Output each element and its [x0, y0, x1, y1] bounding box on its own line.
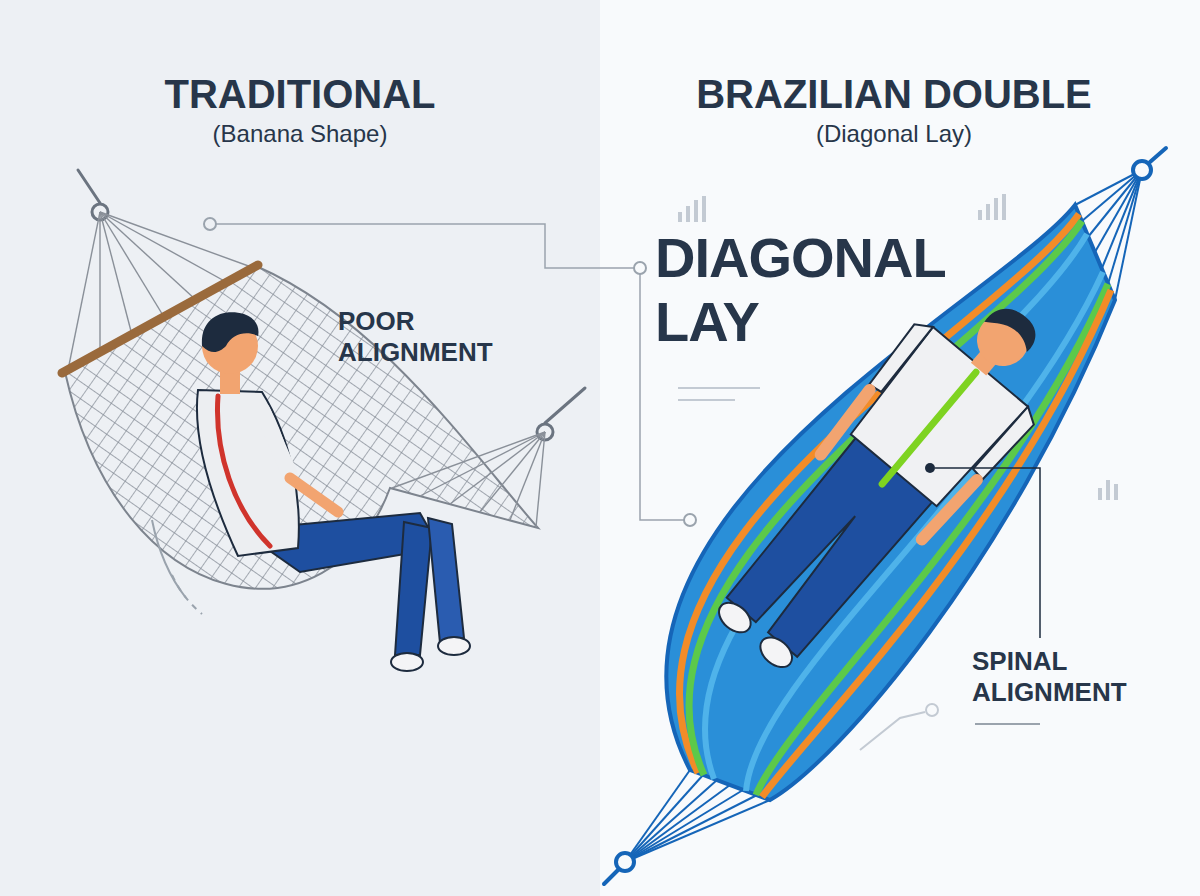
bar: [986, 204, 990, 220]
deco-circle: [926, 704, 938, 716]
string: [100, 212, 228, 283]
hook-line: [1150, 148, 1166, 162]
alignment-label: POOR ALIGNMENT: [338, 306, 518, 368]
callout-leader: [935, 468, 1040, 638]
left-panel: [0, 0, 600, 896]
spine-line-good: [882, 372, 976, 484]
hook-line: [545, 388, 585, 423]
person-sleeve: [866, 317, 934, 394]
motion-line: [152, 520, 186, 598]
string: [480, 432, 545, 512]
hammock-ring: [1133, 161, 1151, 179]
bar-icon: [978, 194, 1006, 220]
string: [1088, 170, 1142, 237]
string: [510, 432, 545, 520]
string: [100, 212, 132, 335]
deco-line: [860, 712, 925, 750]
leader-dot: [684, 514, 696, 526]
bar: [1098, 488, 1102, 500]
deco-line: [678, 387, 760, 389]
spreader-bar: [62, 265, 258, 373]
string: [1095, 170, 1142, 252]
string: [1115, 170, 1142, 300]
sock: [391, 653, 423, 671]
sock: [755, 632, 798, 674]
string: [100, 212, 196, 300]
hook-line: [604, 870, 618, 884]
string: [625, 790, 743, 862]
panel-heading: TRADITIONAL: [0, 70, 600, 118]
person-sleeve: [972, 405, 1040, 482]
sock: [438, 637, 470, 655]
big-callout: DIAGONAL LAY: [655, 226, 975, 355]
bar: [1106, 480, 1110, 500]
string: [536, 432, 545, 527]
string: [625, 800, 770, 862]
person-sleeve: [262, 410, 290, 475]
person-shin: [428, 518, 464, 643]
person-hair: [202, 312, 259, 352]
person-arm: [818, 390, 873, 455]
leader-line: [216, 224, 634, 268]
sock: [713, 597, 756, 639]
string: [625, 780, 717, 862]
panel-subheading: (Diagonal Lay): [594, 120, 1194, 149]
string: [99, 212, 100, 352]
string: [625, 795, 757, 862]
bar: [702, 196, 706, 222]
bar: [978, 210, 982, 220]
leader-dot: [634, 262, 646, 274]
hammock-net: [65, 266, 538, 589]
leader-dot: [204, 218, 216, 230]
bar-icon: [678, 196, 706, 222]
person-forearm: [290, 478, 338, 512]
panel-heading: BRAZILIAN DOUBLE: [594, 70, 1194, 118]
string: [625, 775, 703, 862]
bar: [994, 198, 998, 220]
bar: [1002, 194, 1006, 220]
person-hair: [984, 298, 1044, 355]
bar: [694, 200, 698, 222]
string: [1108, 170, 1142, 284]
bar-icon: [1098, 480, 1118, 500]
person-arm: [922, 477, 977, 542]
deco-line: [975, 723, 1040, 725]
panel-subheading: (Banana Shape): [0, 120, 600, 149]
person-shirt: [197, 390, 299, 556]
bar: [678, 212, 682, 222]
motion-line: [172, 575, 202, 614]
hook-line: [78, 170, 100, 203]
callout-dot: [925, 463, 935, 473]
string: [1102, 170, 1142, 268]
string: [420, 432, 545, 496]
person-shin: [395, 522, 432, 655]
deco-line: [678, 399, 735, 401]
alignment-label: SPINAL ALIGNMENT: [972, 646, 1152, 708]
bar: [1114, 484, 1118, 500]
string: [68, 212, 100, 370]
bar: [686, 206, 690, 222]
string: [100, 212, 164, 317]
string: [100, 212, 254, 268]
